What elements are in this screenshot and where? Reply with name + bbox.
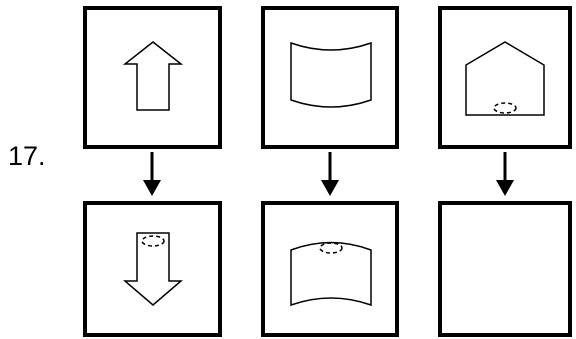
top-panel-2	[261, 6, 399, 149]
downward-arrow-figure	[87, 205, 218, 333]
empty-answer-box	[442, 205, 568, 333]
curved-banner-figure	[265, 10, 395, 145]
top-panel-3	[438, 6, 572, 149]
down-arrow-icon-3	[493, 150, 517, 198]
down-arrow-icon-2	[318, 150, 342, 198]
house-figure	[442, 10, 568, 145]
question-number: 17.	[8, 143, 46, 170]
dashed-oval	[142, 236, 164, 246]
bottom-panel-2	[261, 201, 399, 337]
upward-arrow-figure	[87, 10, 218, 145]
dashed-oval	[320, 243, 342, 253]
bottom-panel-1	[83, 201, 222, 337]
curved-banner-figure-with-oval	[265, 205, 395, 333]
top-panel-1	[83, 6, 222, 149]
dashed-oval	[494, 103, 516, 113]
down-arrow-icon-1	[140, 150, 164, 198]
bottom-panel-3	[438, 201, 572, 337]
